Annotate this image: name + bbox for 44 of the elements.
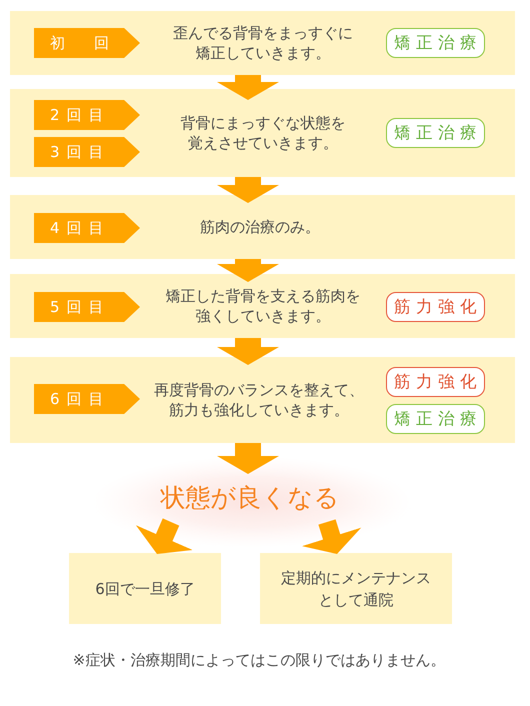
treatment-badge [386, 292, 485, 322]
badge-label: 筋力強化 [393, 297, 482, 317]
badge-label: 矯正治療 [393, 123, 482, 143]
step-panel [10, 195, 515, 259]
step-description: 背骨にまっすぐな状態を覚えさせていきます。 [180, 113, 346, 153]
outcome-text: 定期的にメンテナンスとして通院 [280, 568, 432, 610]
badge-label: 筋力強化 [393, 372, 482, 392]
result-text: 状態が良くなる [160, 483, 340, 513]
block-arrow [217, 177, 279, 203]
step-panel [10, 11, 515, 75]
step-description: 筋肉の治療のみ。 [199, 217, 321, 237]
step-tag [34, 384, 140, 414]
badge-label: 矯正治療 [393, 409, 482, 429]
treatment-badge [386, 367, 485, 397]
step-tag [34, 28, 140, 58]
step-tag [34, 137, 140, 167]
outcome-box [69, 553, 221, 624]
treatment-badge [386, 118, 485, 148]
footnote-text: ※症状・治療期間によってはこの限りではありません。 [72, 651, 446, 669]
step-label: 6回目 [49, 390, 111, 408]
step-label: 3回目 [49, 143, 111, 161]
treatment-badge [386, 404, 485, 434]
step-tag [34, 292, 140, 322]
step-label: 2回目 [49, 106, 111, 124]
step-panel [10, 357, 515, 443]
block-arrow [302, 519, 362, 557]
step-panel [10, 89, 515, 177]
outcome-text: 6回で一旦修了 [94, 578, 196, 600]
treatment-badge [386, 28, 485, 58]
outcome-box [260, 553, 452, 624]
badge-label: 矯正治療 [393, 33, 482, 53]
block-arrow [217, 259, 279, 282]
block-arrow [217, 75, 279, 100]
step-description: 矯正した背骨を支える筋肉を強くしていきます。 [164, 286, 362, 326]
step-label: 4回目 [49, 219, 111, 237]
step-panel [10, 274, 515, 338]
step-description: 再度背骨のバランスを整えて、筋力も強化していきます。 [153, 380, 365, 420]
step-description: 歪んでる背骨をまっすぐに矯正していきます。 [172, 23, 354, 63]
step-tag [34, 213, 140, 243]
block-arrow [217, 443, 279, 474]
step-label: 5回目 [49, 298, 111, 316]
block-arrow [217, 338, 279, 365]
step-tag [34, 100, 140, 130]
step-label: 初 回 [49, 34, 116, 52]
